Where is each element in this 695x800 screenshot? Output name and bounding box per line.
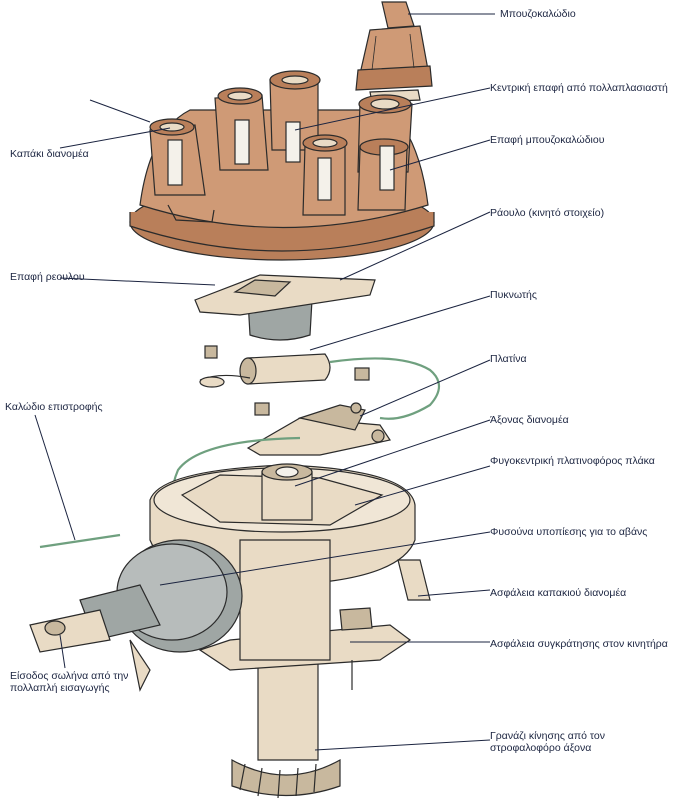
- label-cap-clip: Ασφάλεια καπακιού διανομέα: [490, 587, 627, 599]
- condenser-wire: [329, 357, 441, 420]
- condenser-part: [199, 345, 370, 416]
- label-rotor-contact: Επαφή ρεουλου: [10, 271, 85, 283]
- label-vacuum-advance: Φυσούνα υποπίεσης για το αβάνς: [490, 526, 648, 538]
- label-distributor-shaft: Άξονας διανομέα: [490, 414, 569, 426]
- label-center-contact: Κεντρική επαφή από πολλαπλασιαστή: [490, 82, 668, 94]
- points-part: [246, 402, 391, 456]
- distributor-body-part: [129, 463, 431, 799]
- label-vacuum-inlet: Είσοδος σωλήνα από την πολλαπλή εισαγωγή…: [10, 670, 129, 694]
- label-drive-gear: Γρανάζι κίνησης από τον στροφαλοφόρο άξο…: [490, 730, 605, 754]
- label-rotor: Ράουλο (κινητό στοιχείο): [490, 207, 605, 219]
- label-spark-plug-lead: Μπουζοκαλώδιο: [500, 8, 576, 20]
- label-distributor-cap: Καπάκι διανομέα: [10, 148, 89, 160]
- label-points: Πλατίνα: [490, 353, 527, 365]
- label-breaker-plate: Φυγοκεντρική πλατινοφόρος πλάκα: [490, 455, 655, 467]
- return-wire-end: [39, 533, 121, 549]
- spark-plug-lead-part: [355, 1, 433, 103]
- label-return-wire: Καλώδιο επιστροφής: [5, 401, 103, 413]
- label-hold-down-clamp: Ασφάλεια συγκράτησης στον κινητήρα: [490, 638, 668, 650]
- vacuum-advance-part: [29, 539, 243, 653]
- distributor-cap-part: [129, 70, 435, 261]
- rotor-part: [194, 274, 376, 341]
- label-condenser: Πυκνωτής: [490, 289, 537, 301]
- label-plug-lead-contact: Επαφή μπουζοκαλώδιου: [490, 134, 605, 146]
- leader-lines: [34, 13, 495, 751]
